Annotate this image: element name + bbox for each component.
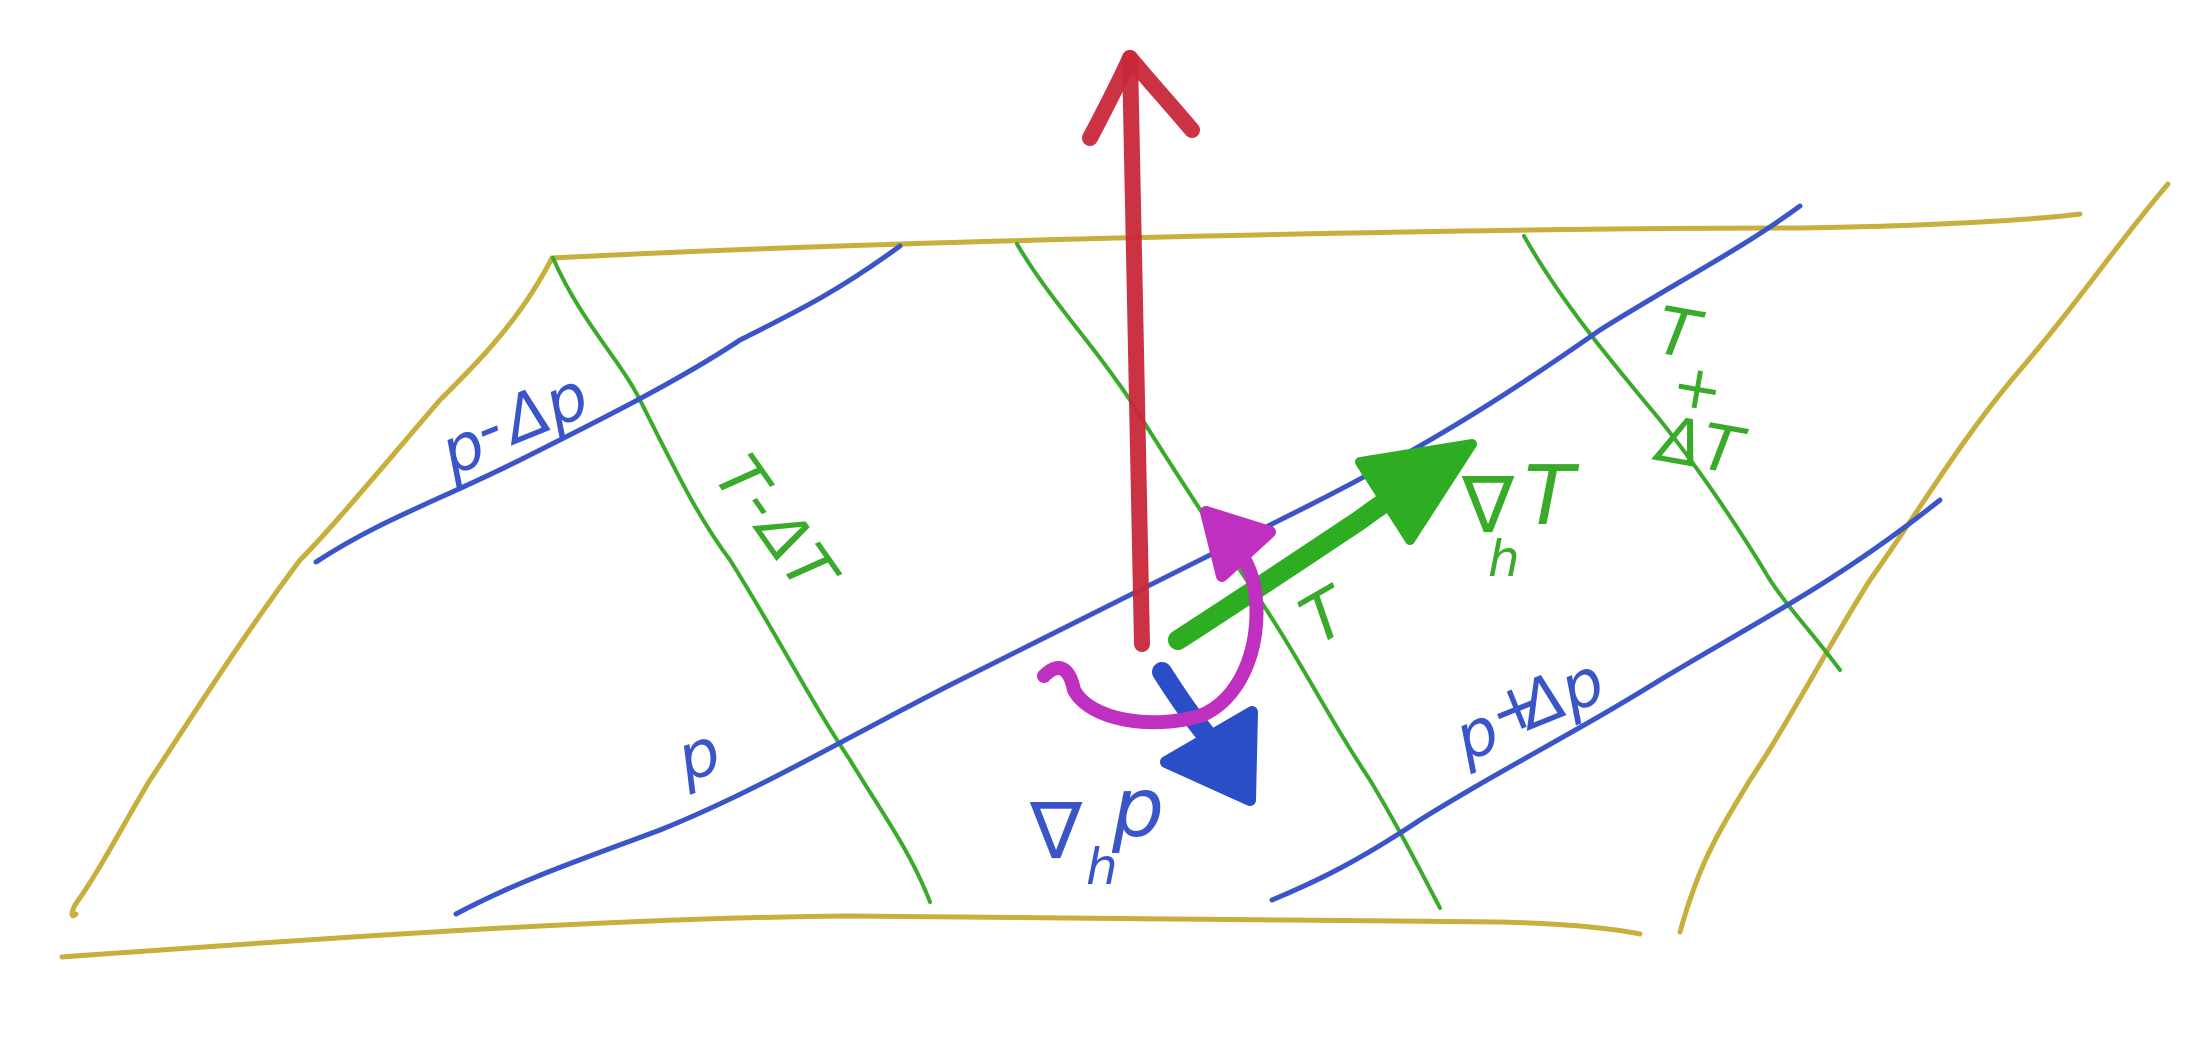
isotherm-label-t-minus: T - ΔT [699, 443, 852, 611]
isobar-p-plus [1269, 497, 1943, 903]
vertical-arrow-shaft [1122, 50, 1150, 652]
rotation-arrow-icon [1037, 506, 1276, 730]
grad-p-label: ∇ h p [1029, 761, 1164, 896]
rotation-arrow-head [1200, 506, 1276, 582]
isobar-p [453, 203, 1803, 917]
grad-t-sub: h [1488, 530, 1520, 588]
label-p-base: p [667, 714, 729, 797]
horizontal-plane [59, 181, 2171, 960]
label-t-base: T [1288, 571, 1365, 660]
vertical-arrow-head [1082, 50, 1200, 146]
label-t-plus-op: + [1667, 349, 1729, 427]
grad-p-sub: h [1086, 838, 1118, 896]
grad-p-var: p [1111, 761, 1164, 856]
temperature-gradient-arrow-icon [1168, 439, 1477, 650]
isotherm-label-t: T [1288, 571, 1365, 660]
grad-p-nabla: ∇ [1029, 787, 1083, 877]
plane-right-edge [1677, 181, 2171, 935]
temperature-gradient-arrow-head [1355, 439, 1477, 545]
isobars [313, 203, 1943, 917]
grad-t-var: T [1524, 449, 1580, 544]
plane-bottom-edge [59, 913, 1643, 960]
label-t-plus-delta: ΔT [1648, 402, 1752, 491]
plane-left-edge [69, 255, 555, 919]
isobar-label-p-minus: p - Δp [429, 359, 599, 491]
vertical-arrow-icon [1082, 50, 1200, 652]
pressure-gradient-arrow-head [1160, 706, 1258, 806]
isotherm-t-minus [551, 256, 932, 904]
isobar-label-p: p [667, 714, 729, 797]
grad-t-nabla: ∇ [1461, 461, 1515, 551]
rotation-arrow-curve [1037, 533, 1264, 730]
isotherm-label-t-plus: T + ΔT [1648, 292, 1752, 491]
grad-t-label: ∇ h T [1461, 449, 1580, 588]
plane-top-edge [549, 211, 2083, 261]
isotherm-t-plus [1522, 234, 1842, 672]
isobar-p-minus [313, 243, 903, 565]
